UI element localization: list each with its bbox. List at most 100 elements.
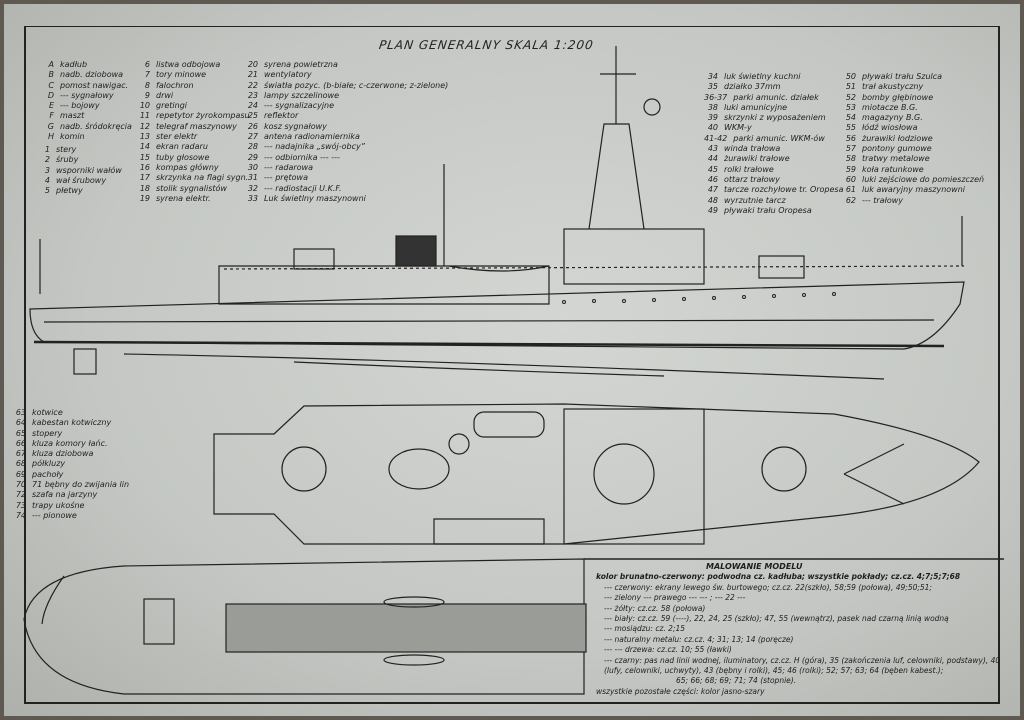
legend-text: magazyny B.G. (862, 113, 923, 123)
legend-key: 60 (845, 174, 856, 184)
legend-key: D (47, 90, 54, 100)
legend-item: 35 działko 37mm (704, 82, 844, 92)
legend-key: 32 (247, 183, 258, 193)
legend-key: 8 (144, 80, 150, 90)
legend-key: H (47, 132, 54, 142)
legend-text: wsporniki wałów (56, 165, 122, 175)
painting-line: 65; 66; 68; 69; 71; 74 (stopnie). (676, 676, 797, 686)
legend-text: --- prętowa (264, 173, 308, 183)
legend-text: skrzynka na flagi sygn. (156, 173, 249, 183)
legend-text: kabestan kotwiczny (32, 418, 112, 428)
legend-text: śruby (56, 155, 79, 165)
legend-key: 36-37 (704, 92, 728, 102)
legend-text: tarcze rozchyłowe tr. Oropesa (724, 185, 844, 195)
legend-text: telegraf maszynowy (156, 121, 237, 131)
legend-key: C (48, 80, 54, 90)
lower-deck-plan-view (23, 558, 1004, 695)
legend-key: 11 (139, 111, 150, 121)
legend-item: 19 syrena elektr. (136, 194, 250, 204)
legend-key: 70 (15, 480, 26, 490)
legend-text: stery (56, 145, 77, 154)
legend-key: 45 (707, 164, 718, 174)
legend-text: tory minowe (156, 70, 207, 80)
legend-text: reflektor (264, 111, 299, 121)
legend-key: 1 (44, 145, 50, 154)
legend-text: lampy szczelinowe (264, 90, 340, 100)
legend-item: 62--- trałowy (842, 196, 984, 206)
painting-line: --- żółty: cz.cz. 58 (połowa) (604, 603, 706, 613)
legend-key: 7 (144, 70, 150, 80)
legend-item: 26 kosz sygnałowy (244, 122, 448, 132)
legend-key: 74 (15, 510, 26, 520)
legend-key: 55 (845, 123, 856, 133)
legend-key: 50 (845, 72, 856, 81)
legend-key: 21 (247, 70, 258, 80)
legend-text: syrena elektr. (156, 193, 211, 203)
legend-key: 19 (139, 193, 150, 203)
legend-key: 16 (139, 162, 150, 172)
legend-key: 30 (247, 162, 258, 172)
legend-text: listwa odbojowa (156, 60, 221, 69)
legend-text: stolik sygnalistów (156, 183, 227, 193)
legend-text: tratwy metalowe (862, 154, 930, 164)
legend-key: 14 (139, 142, 150, 152)
legend-text: działko 37mm (724, 82, 781, 92)
legend-text: rolki trałowe (724, 164, 774, 174)
legend-text: pływaki trału Oropesa (724, 205, 812, 215)
legend-key: 57 (845, 144, 856, 154)
legend-text: maszt (60, 111, 85, 121)
legend-key: 35 (707, 82, 718, 92)
legend-item: D--- sygnałowy (40, 91, 132, 101)
legend-item: E--- bojowy (40, 101, 132, 111)
legend-text: komin (60, 132, 85, 142)
legend-item: 30--- radarowa (244, 163, 448, 173)
legend-text: kosz sygnałowy (264, 121, 327, 131)
legend-key: 24 (247, 101, 258, 111)
legend-text: --- nadajnika „swój-obcy” (264, 142, 365, 152)
legend-key: 56 (845, 133, 856, 143)
legend-key: B (48, 70, 55, 80)
legend-key: 23 (247, 90, 258, 100)
legend-key: 4 (44, 175, 50, 185)
legend-text: kluza komory łańc. (32, 438, 108, 448)
legend-key: 12 (139, 121, 150, 131)
legend-key: 28 (247, 142, 258, 152)
legend-text: pachoły (32, 469, 64, 479)
legend-text: --- trałowy (862, 195, 903, 205)
legend-key: 26 (247, 121, 258, 131)
painting-line: --- czerwony: ekrany lewego św. burtoweg… (604, 582, 932, 592)
legend-text: miotacze B.G. (862, 102, 918, 112)
legend-key: 10 (139, 101, 150, 111)
legend-text: 71 bębny do zwijania lin (32, 480, 130, 490)
legend-item: 31--- prętowa (244, 173, 448, 183)
legend-text: stopery (32, 428, 63, 438)
painting-line: --- zielony --- prawego --- --- ; --- 22… (604, 593, 746, 603)
